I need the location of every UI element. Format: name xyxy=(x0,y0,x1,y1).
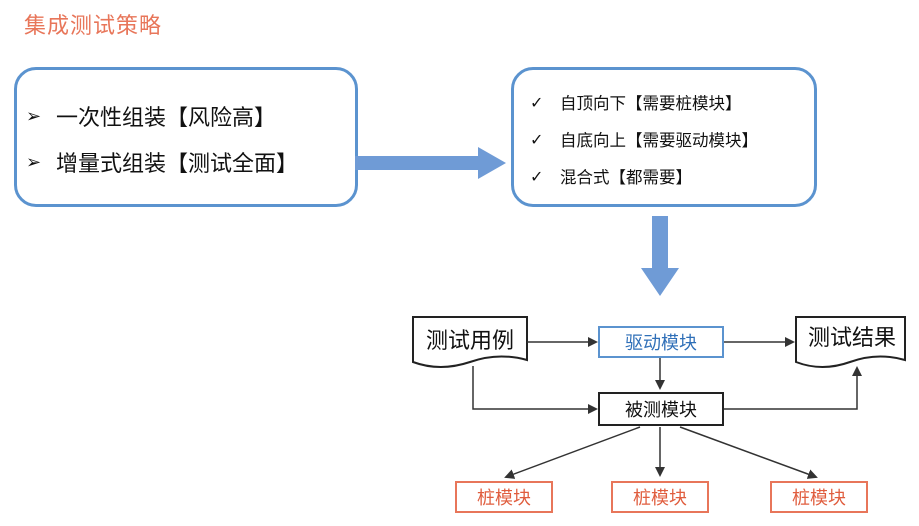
arrow-bullet-icon: ➢ xyxy=(26,151,42,173)
stub-module-node-2: 桩模块 xyxy=(611,481,709,513)
check-icon: ✓ xyxy=(530,129,544,149)
test-results-doc-shape xyxy=(795,316,906,368)
module-to-results-arrow xyxy=(724,366,862,410)
approach-item-one-time: ➢ 一次性组装【风险高】 xyxy=(26,100,276,132)
approach-label: 一次性组装【风险高】 xyxy=(56,106,277,131)
big-right-arrow xyxy=(355,147,506,179)
approach-item-incremental: ➢ 增量式组装【测试全面】 xyxy=(26,146,298,178)
strategy-item-top-down: ✓ 自顶向下【需要桩模块】 xyxy=(530,90,742,114)
big-down-arrow xyxy=(641,216,679,296)
cases-to-module-arrow xyxy=(472,366,598,414)
check-icon: ✓ xyxy=(530,92,544,112)
strategy-label: 自顶向下【需要桩模块】 xyxy=(560,94,742,113)
strategy-item-hybrid: ✓ 混合式【都需要】 xyxy=(530,164,692,188)
driver-module-node: 驱动模块 xyxy=(598,326,724,358)
integration-approach-box xyxy=(14,67,358,207)
test-cases-label: 测试用例 xyxy=(426,329,515,354)
test-results-label: 测试结果 xyxy=(808,326,897,351)
test-cases-doc-shape xyxy=(412,316,528,368)
strategy-item-bottom-up: ✓ 自底向上【需要驱动模块】 xyxy=(530,127,758,151)
module-to-stub-1-arrow xyxy=(504,426,641,479)
check-icon: ✓ xyxy=(530,166,544,186)
module-to-stub-3-arrow xyxy=(679,426,818,479)
strategy-label: 自底向上【需要驱动模块】 xyxy=(560,131,758,150)
module-under-test-node: 被测模块 xyxy=(598,392,724,426)
page-title: 集成测试策略 xyxy=(24,14,163,39)
approach-label: 增量式组装【测试全面】 xyxy=(56,152,299,177)
incremental-strategy-box xyxy=(511,67,817,207)
arrow-bullet-icon: ➢ xyxy=(26,105,42,127)
strategy-label: 混合式【都需要】 xyxy=(560,168,692,187)
stub-module-node-3: 桩模块 xyxy=(770,481,868,513)
stub-module-node-1: 桩模块 xyxy=(455,481,553,513)
